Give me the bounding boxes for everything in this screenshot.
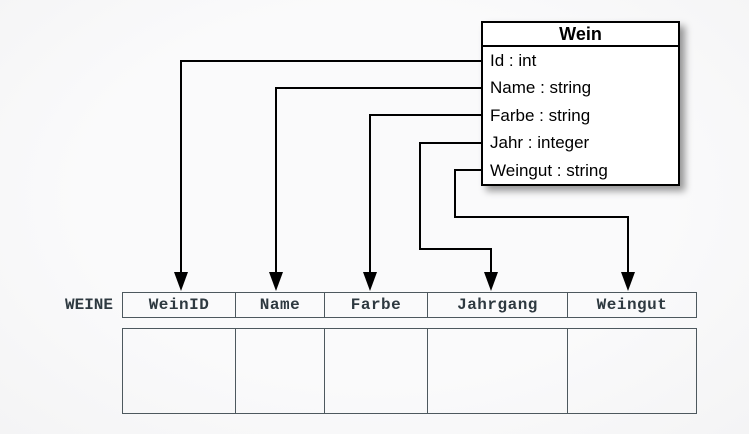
table-body-cell-weingut (568, 329, 696, 413)
class-attribute-weingut: Weingut : string (490, 160, 608, 180)
mapping-arrow-jahr-to-jahrgang (419, 142, 498, 291)
mapping-arrow-weingut-to-weingut (454, 169, 635, 291)
mapping-arrow-id-to-weinid (174, 60, 481, 291)
table-body-cell-farbe (325, 329, 428, 413)
arrowhead-down-icon (363, 272, 377, 291)
table-body-cell-jahrgang (428, 329, 568, 413)
column-header-weinid: WeinID (123, 293, 236, 317)
class-attribute-id: Id : int (490, 51, 537, 70)
table-name-label: WEINE (64, 296, 113, 314)
table-body-cell-weinid (123, 329, 236, 413)
column-header-farbe: Farbe (325, 293, 428, 317)
mapping-arrow-name-to-name (269, 87, 481, 291)
arrowhead-down-icon (174, 272, 188, 291)
column-header-jahrgang: Jahrgang (428, 293, 568, 317)
arrowhead-down-icon (269, 272, 283, 291)
column-header-weingut: Weingut (596, 296, 668, 314)
table-body-cell-name (236, 329, 325, 413)
class-title: Wein (483, 23, 678, 47)
column-header-name: Name (236, 293, 325, 317)
class-attribute-name: Name : string (490, 78, 592, 98)
class-attribute-farbe: Farbe : string (490, 105, 591, 125)
class-attribute-jahr: Jahr : integer (490, 133, 590, 153)
arrowhead-down-icon (621, 272, 635, 291)
mapping-arrow-farbe-to-farbe (363, 114, 481, 291)
arrowhead-down-icon (484, 272, 498, 291)
table-body-row (122, 328, 697, 414)
